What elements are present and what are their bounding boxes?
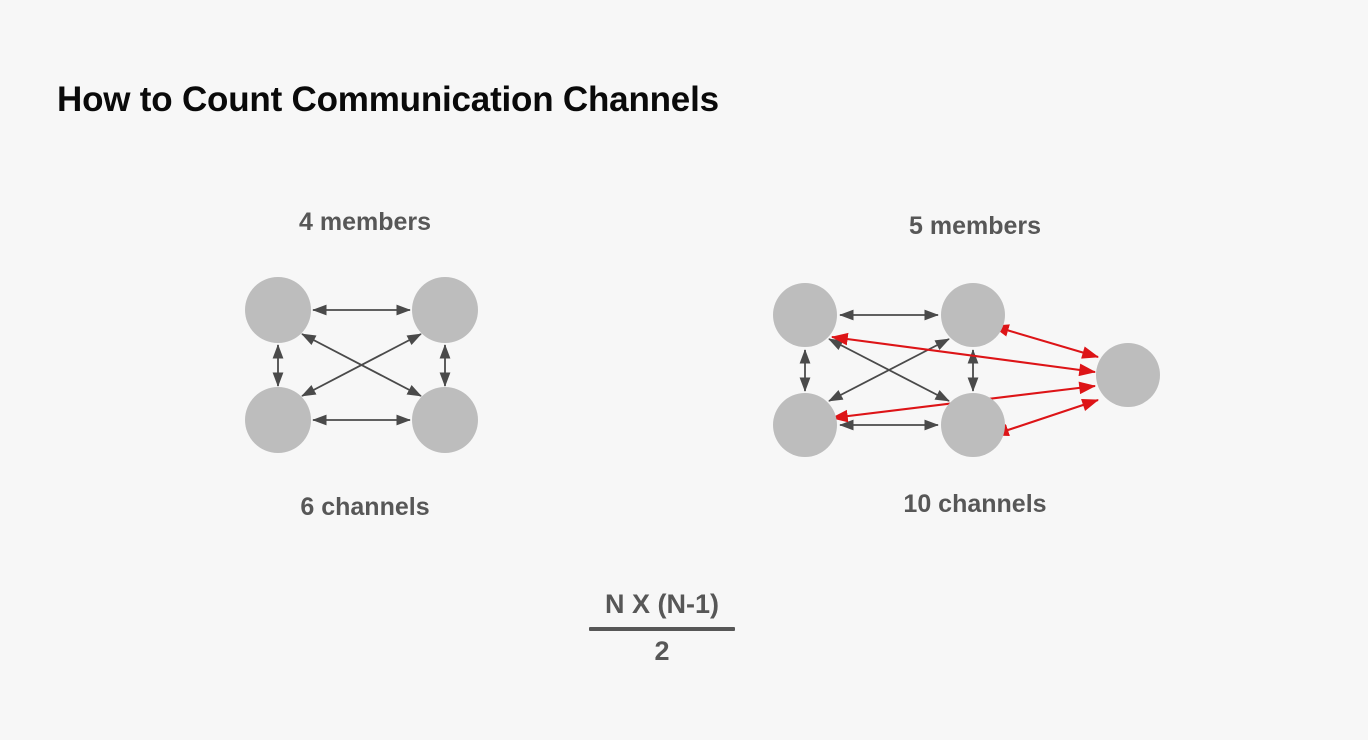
member-node <box>941 283 1005 347</box>
member-node <box>773 283 837 347</box>
member-node <box>245 277 311 343</box>
four-members-label: 4 members <box>298 208 432 236</box>
edge-topright-bottomleft <box>301 333 422 397</box>
ten-channels-label: 10 channels <box>903 490 1047 518</box>
page-title: How to Count Communication Channels <box>57 80 719 119</box>
formula-fraction-bar <box>589 626 735 631</box>
member-node <box>412 277 478 343</box>
formula-denominator: 2 <box>654 635 670 666</box>
channel-formula: N X (N-1) 2 <box>587 588 737 669</box>
edge-fifth-topright <box>991 324 1100 359</box>
edge-fifth-topleft <box>830 332 1097 377</box>
member-node <box>941 393 1005 457</box>
member-node <box>245 387 311 453</box>
four-members-graph <box>245 277 478 453</box>
member-node <box>773 393 837 457</box>
formula-numerator: N X (N-1) <box>605 589 719 619</box>
six-channels-label: 6 channels <box>300 493 430 521</box>
diagram-four-members: 4 members <box>200 190 530 530</box>
member-node <box>412 387 478 453</box>
member-node-fifth <box>1096 343 1160 407</box>
five-members-graph <box>773 283 1160 457</box>
five-members-label: 5 members <box>908 212 1042 240</box>
edge-fifth-bottomright <box>992 399 1099 436</box>
diagram-five-members: 5 members <box>740 190 1210 530</box>
